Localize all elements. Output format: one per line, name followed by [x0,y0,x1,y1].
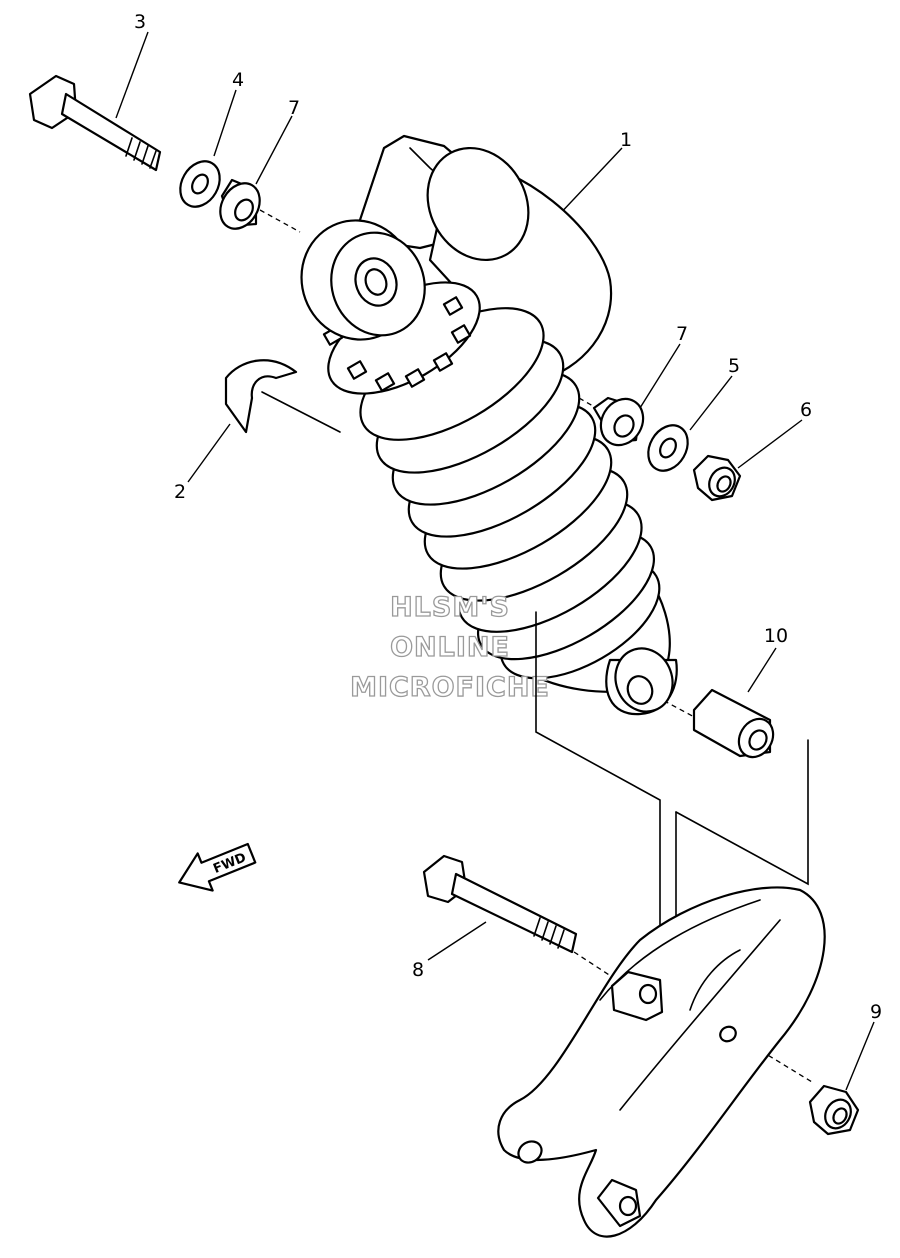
callout-9: 9 [870,1001,882,1023]
callout-8: 8 [412,959,424,981]
collar-7-upper-icon [219,178,261,230]
shock-reservoir [358,134,613,382]
bolt-3-icon [28,74,162,172]
relay-arm [497,886,826,1238]
callout-1: 1 [620,129,632,151]
callout-4: 4 [232,69,244,91]
callout-10: 10 [764,625,788,647]
callout-2: 2 [174,481,186,503]
forward-direction-arrow: FWD [178,842,257,892]
callout-3: 3 [134,11,146,33]
part-2-clamp-icon [224,359,341,434]
watermark: HLSM'S ONLINE MICROFICHE [349,591,550,703]
watermark-line-2: ONLINE [390,632,510,663]
shock-bottom-eye [605,647,678,716]
shock-spring [359,307,671,693]
preload-adjuster [322,281,481,395]
collar-10-icon [692,688,775,759]
watermark-line-3: MICROFICHE [350,672,550,703]
bolt-8-icon [422,854,578,954]
callout-7-right: 7 [676,323,688,345]
nut-6-icon [692,454,742,502]
callout-numbers: 3 4 7 1 2 7 5 6 10 8 9 [134,11,882,1023]
callout-5: 5 [728,355,740,377]
washer-5-icon [647,424,689,472]
callout-6: 6 [800,399,812,421]
collar-7-right-icon [592,396,645,447]
callout-7-upper: 7 [288,97,300,119]
leader-lines [115,31,875,1091]
nut-9-icon [808,1084,860,1136]
shock-top-eye [300,219,426,341]
watermark-line-1: HLSM'S [390,592,510,623]
washer-4-icon [179,160,221,208]
